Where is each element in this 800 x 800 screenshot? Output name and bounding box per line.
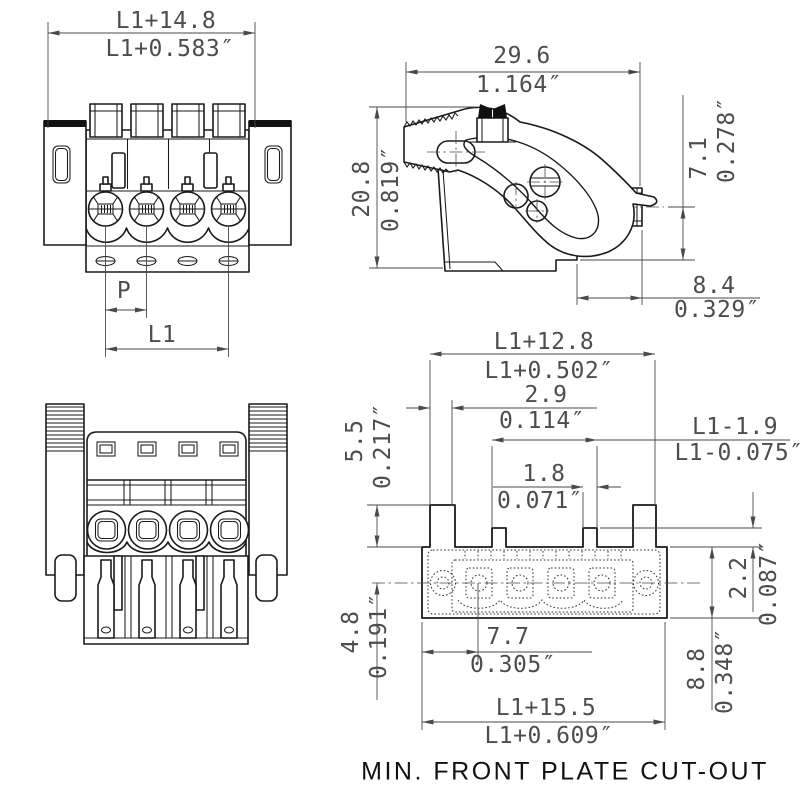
dim-small-tab-width-mm: 1.8 <box>522 461 566 487</box>
dim-side-width-mm: 29.6 <box>493 43 551 69</box>
coding-holes <box>96 441 239 457</box>
wire-clamps <box>89 103 246 138</box>
dim-length-label: L1 <box>147 322 177 348</box>
locking-lever <box>403 106 658 258</box>
dim-total-width-mm: L1+15.5 <box>495 695 597 721</box>
dim-cutout-height-mm: 8.8 <box>684 647 710 691</box>
dim-tall-tab-height-inch: 0.217″ <box>370 402 396 490</box>
dim-side-width-inch: 1.164″ <box>475 72 563 98</box>
front-view <box>43 103 292 273</box>
screw-terminals <box>87 191 247 227</box>
dimension-lines <box>47 22 790 730</box>
dim-side-height-inch: 0.819″ <box>378 145 404 233</box>
dim-side-height-mm: 20.8 <box>349 160 375 218</box>
serrated-flanges <box>45 403 288 576</box>
dim-edge-to-pole-inch: 0.305″ <box>469 652 557 678</box>
dim-tab-width-inch: 0.114″ <box>498 408 586 434</box>
dim-inner-tab-span-inch: L1-0.075″ <box>674 440 800 466</box>
dim-edge-to-pole-mm: 7.7 <box>486 624 530 650</box>
cutout-view <box>372 504 700 619</box>
dim-inner-tab-span-mm: L1-1.9 <box>691 414 779 440</box>
dim-cutout-height-inch: 0.348″ <box>712 627 738 715</box>
dim-front-width-inch: L1+0.583″ <box>105 36 235 62</box>
drawing-title: MIN. FRONT PLATE CUT-OUT <box>361 757 769 786</box>
dim-small-tab-height-mm: 2.2 <box>726 556 752 600</box>
dim-outer-tab-span-inch: L1+0.502″ <box>484 358 614 384</box>
dim-plug-depth-inch: 0.329″ <box>673 297 761 323</box>
mounting-flanges <box>43 120 292 246</box>
dim-tall-tab-height-mm: 5.5 <box>342 419 368 463</box>
dim-plug-depth-mm: 8.4 <box>692 273 736 299</box>
dim-front-width-mm: L1+14.8 <box>115 8 217 34</box>
dim-plug-height-mm: 7.1 <box>686 136 712 180</box>
wire-entries <box>86 510 250 550</box>
side-view <box>403 104 664 272</box>
dim-outer-tab-span-mm: L1+12.8 <box>493 329 595 355</box>
dim-tab-width-mm: 2.9 <box>524 382 568 408</box>
dim-pitch-label: P <box>116 278 132 304</box>
clamp-screw <box>468 104 516 143</box>
plug-front-view <box>45 403 288 645</box>
dim-hole-offset-inch: 0.191″ <box>366 592 392 680</box>
dim-small-tab-width-inch: 0.071″ <box>496 488 584 514</box>
dim-total-width-inch: L1+0.609″ <box>484 723 614 749</box>
dim-small-tab-height-inch: 0.087″ <box>756 539 782 627</box>
dim-plug-height-inch: 0.278″ <box>714 96 740 184</box>
pin-housing <box>83 555 249 645</box>
dim-hole-offset-mm: 4.8 <box>338 610 364 654</box>
